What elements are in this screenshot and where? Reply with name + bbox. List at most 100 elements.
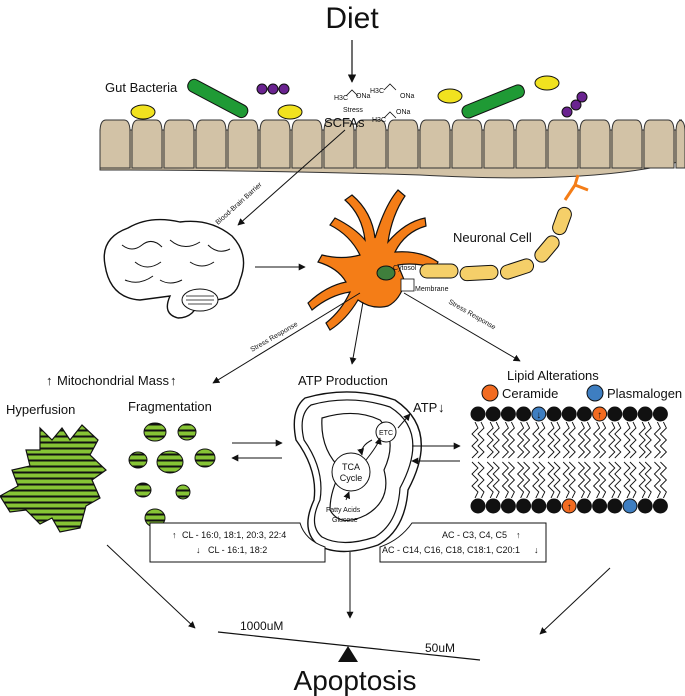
villus-cell [675, 119, 685, 169]
apoptosis-label: Apoptosis [294, 665, 417, 696]
bacteria-cocci-right [561, 91, 588, 118]
brain-illustration [103, 218, 245, 319]
villus-cell [291, 119, 323, 169]
lipid-head [622, 406, 638, 422]
lipid-tail [598, 421, 607, 459]
fragmentation-label: Fragmentation [128, 399, 212, 414]
balance-fulcrum [338, 646, 358, 662]
lipid-tail [644, 461, 652, 499]
lipid-tail [583, 461, 592, 499]
svg-text:ONa: ONa [396, 109, 411, 116]
fatty-acids-label: Fatty Acids [326, 507, 361, 514]
lipid-tail [486, 461, 494, 499]
villus-cell [483, 119, 515, 169]
diet-title: Diet [325, 2, 379, 35]
membrane-callout [400, 278, 415, 292]
tca-label: TCA [342, 462, 360, 472]
lipid-tail [608, 421, 616, 459]
lipid-tail [653, 461, 662, 499]
lipid-head [470, 498, 486, 514]
villus-cell [611, 119, 643, 169]
cl-up-arrow: ↑ [172, 530, 177, 540]
bacteria-yellow-3 [437, 88, 463, 104]
lipid-tail [623, 461, 631, 499]
cl-box [149, 522, 326, 563]
etc-to-atp-arrow [397, 413, 411, 429]
gut-bacteria-label: Gut Bacteria [105, 80, 178, 95]
lipid-head [531, 498, 547, 514]
atp-label: ATP [413, 400, 437, 415]
lipid-tail [486, 421, 494, 459]
etc-label: ETC [379, 430, 393, 437]
villus-cell [259, 119, 291, 169]
scfa-molecules: H3C ONa H3C ONa H3C ONa [334, 83, 415, 124]
cytosol-label: Cytosol [393, 265, 417, 272]
lipid-tail [623, 421, 631, 459]
villus-cell [131, 119, 163, 169]
atp-down-arrow: ↓ [438, 400, 445, 415]
lipid-head [652, 406, 668, 422]
lipid-tail [501, 421, 510, 459]
neuron-to-atp-arrow [349, 301, 364, 365]
stress-arrow-right [403, 292, 521, 362]
stress-response-right-label: Stress Response [447, 299, 497, 332]
hyperfusion-label: Hyperfusion [6, 402, 75, 417]
stress-response-left-label: Stress Response [250, 321, 300, 354]
neuronal-cell-label: Neuronal Cell [453, 230, 532, 245]
svg-text:H3C: H3C [334, 95, 348, 102]
lipid-head [500, 406, 516, 422]
cl-down-arrow: ↓ [196, 545, 201, 555]
mito-to-apoptosis-arrow [106, 544, 196, 629]
etc-to-tca-arrow [357, 439, 373, 456]
mitochondrial-mass-up-arrow-2: ↑ [170, 373, 177, 388]
lipid-tail [532, 421, 540, 459]
lipid-tail [507, 421, 516, 459]
plasmalogen-head [622, 498, 638, 514]
lipid-tail [614, 461, 622, 499]
ac-up-arrow: ↑ [516, 530, 521, 540]
villus-cell [579, 119, 611, 169]
increase-arrow: ↑ [597, 410, 602, 421]
tca-cycle-circle [331, 452, 371, 492]
lipid-bilayer: ↓↑↑ [470, 406, 668, 514]
bacteria-rod-right [461, 84, 525, 119]
lipid-tail [522, 421, 531, 459]
lipid-tail [492, 461, 500, 499]
lipid-head [637, 498, 653, 514]
bbb-label: Blood-Brain Barrier [215, 181, 264, 226]
villus-cell [643, 119, 675, 169]
lipid-tail [592, 461, 601, 499]
villus-cell [227, 119, 259, 169]
ceramide-head [561, 498, 577, 514]
etc-circle [375, 421, 397, 443]
lipid-tail [547, 421, 555, 459]
lipid-head [576, 406, 592, 422]
lipid-tail [577, 421, 586, 459]
substrate-arrow [343, 491, 351, 501]
scale-right-label: 50uM [425, 641, 455, 655]
lipid-head [485, 498, 501, 514]
svg-text:ONa: ONa [400, 93, 415, 100]
plasmalogen-label: Plasmalogen [607, 386, 682, 401]
stress-arrow-left [212, 292, 361, 384]
mito-atp-double-arrow [231, 439, 283, 462]
lipid-tail [614, 421, 622, 459]
lipid-head [607, 406, 623, 422]
lipid-tail [532, 461, 540, 499]
ac-up-text: AC - C3, C4, C5 [442, 530, 507, 540]
lipid-tail [638, 421, 646, 459]
lipid-tail [629, 421, 637, 459]
plasmalogen-legend-dot [586, 384, 604, 402]
lipid-to-apoptosis-arrow [539, 567, 611, 635]
lipid-tail [568, 421, 576, 459]
lipid-tail [629, 461, 637, 499]
ceramide-label: Ceramide [502, 386, 558, 401]
villus-cell [547, 119, 579, 169]
lipid-tail [522, 461, 531, 499]
lipid-tail [547, 461, 555, 499]
lipid-tail [471, 421, 479, 459]
glucose-label: Glucose [332, 517, 358, 524]
lipid-tail [538, 421, 546, 459]
villus-cell [515, 119, 547, 169]
